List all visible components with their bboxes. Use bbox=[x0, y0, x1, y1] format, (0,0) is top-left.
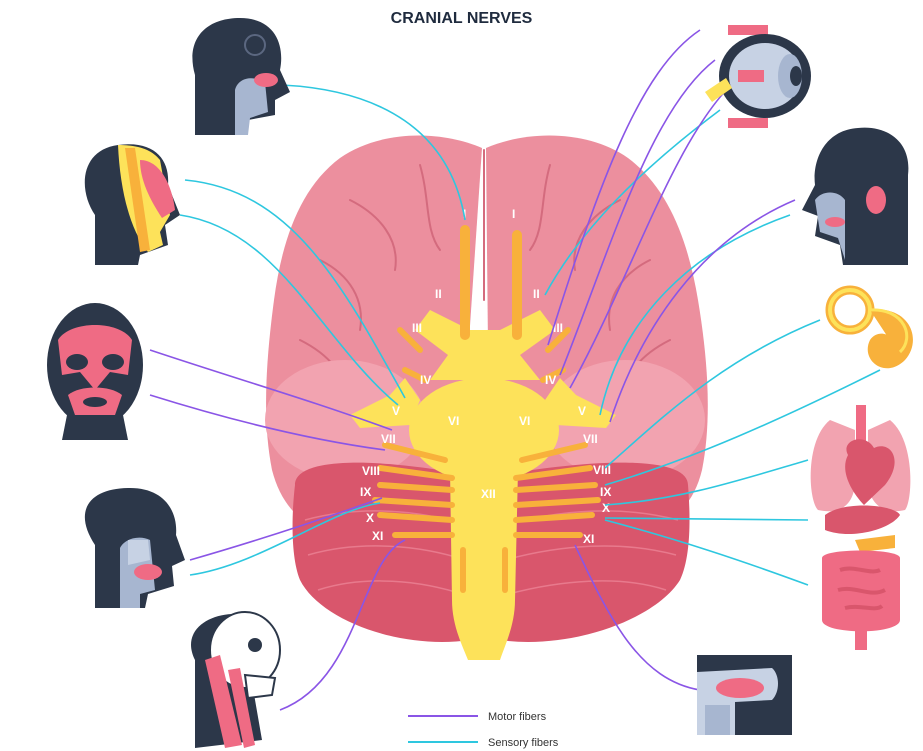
legend-motor-label: Motor fibers bbox=[488, 711, 547, 723]
head-facial-muscles-illustration bbox=[47, 303, 143, 440]
label-II-left: II bbox=[435, 287, 442, 301]
legend-sensory-label: Sensory fibers bbox=[488, 737, 559, 749]
label-II-right: II bbox=[533, 287, 540, 301]
label-V-right: V bbox=[578, 404, 586, 418]
label-VII-left: VII bbox=[381, 432, 396, 446]
label-IV-right: IV bbox=[545, 373, 556, 387]
head-oral-illustration bbox=[802, 128, 908, 265]
label-VII-right: VII bbox=[583, 432, 598, 446]
pons bbox=[409, 378, 559, 482]
head-skull-illustration bbox=[191, 612, 280, 748]
inner-ear-illustration bbox=[830, 290, 913, 368]
label-X-left: X bbox=[366, 511, 374, 525]
olfactory-tract-left bbox=[460, 225, 470, 340]
label-X-right: X bbox=[602, 501, 610, 515]
label-XI-right: XI bbox=[583, 532, 594, 546]
head-olfactory-illustration bbox=[192, 18, 290, 135]
label-IX-left: IX bbox=[360, 485, 371, 499]
label-IV-left: IV bbox=[420, 373, 431, 387]
label-I-right: I bbox=[512, 207, 515, 221]
olfactory-tract-right bbox=[512, 230, 522, 340]
mouth-section-illustration bbox=[697, 655, 792, 735]
label-IX-right: IX bbox=[600, 485, 611, 499]
label-V-left: V bbox=[392, 404, 400, 418]
thoracic-organs-illustration bbox=[811, 405, 911, 650]
label-VI-right: VI bbox=[519, 414, 530, 428]
label-XII: XII bbox=[481, 487, 496, 501]
label-XI-left: XI bbox=[372, 529, 383, 543]
legend: Motor fibers Sensory fibers bbox=[408, 711, 559, 749]
head-trigeminal-illustration bbox=[85, 144, 180, 265]
label-III-left: III bbox=[412, 321, 422, 335]
label-VI-left: VI bbox=[448, 414, 459, 428]
eye-illustration bbox=[705, 25, 811, 128]
head-throat-illustration bbox=[85, 488, 185, 608]
brain bbox=[265, 136, 708, 660]
label-VIII-left: VIII bbox=[362, 464, 380, 478]
